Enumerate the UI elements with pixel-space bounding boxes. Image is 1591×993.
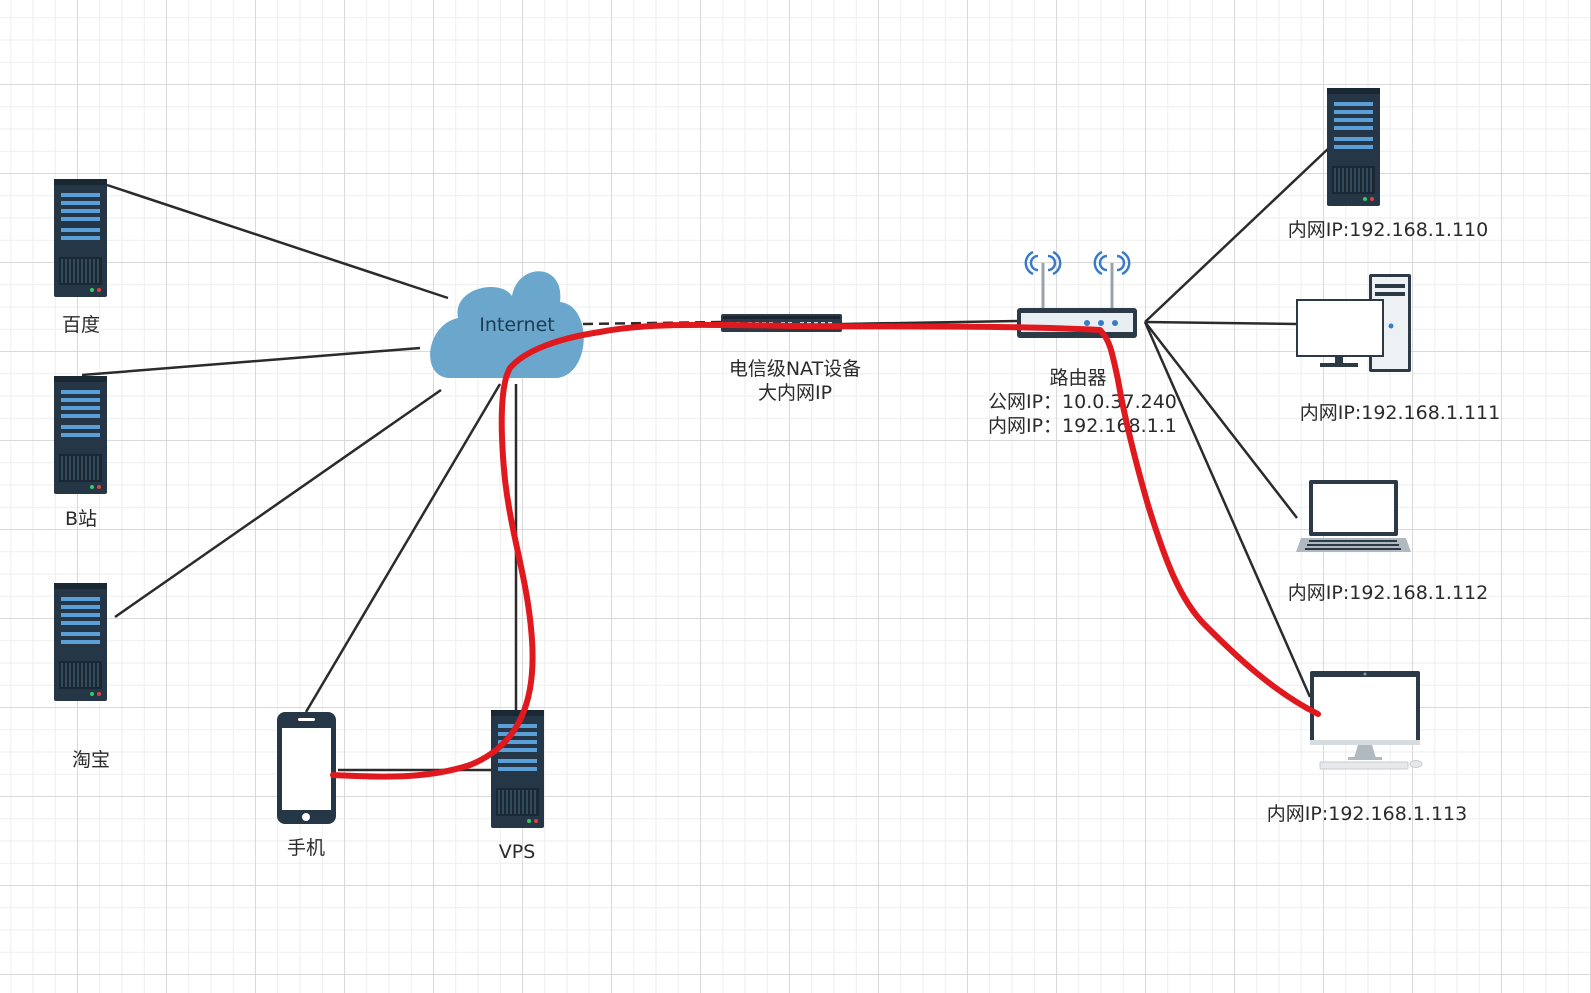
baidu-label: 百度 (62, 314, 100, 336)
phone-label: 手机 (287, 837, 325, 859)
host-112-label: 内网IP:192.168.1.112 (1288, 582, 1488, 604)
nat-label-line2: 大内网IP (758, 382, 832, 404)
desktop-computer-icon (1296, 274, 1411, 372)
link-router-host-113 (1143, 321, 1312, 698)
router-label: 路由器 (1049, 367, 1106, 389)
host-110-label: 内网IP:192.168.1.110 (1288, 219, 1488, 241)
link-baidu-internet (106, 183, 449, 300)
taobao-label: 淘宝 (72, 749, 110, 771)
wifi-signal-icon (1024, 250, 1131, 276)
router-lan-ip: 内网IP：192.168.1.1 (988, 415, 1177, 437)
link-router-host-112 (1144, 321, 1298, 519)
taobao-server-icon (53, 582, 108, 702)
link-router-host-110 (1144, 146, 1331, 323)
link-phone-internet (304, 383, 502, 713)
laptop-icon (1296, 480, 1411, 552)
baidu-server-icon (53, 178, 108, 298)
highlighted-path (330, 321, 1321, 780)
link-router-host-111 (1144, 320, 1298, 326)
smartphone-icon (277, 712, 336, 824)
internet-label: Internet (479, 314, 554, 336)
vps-label: VPS (499, 841, 536, 863)
bilibili-server-icon (53, 375, 108, 495)
bilibili-label: B站 (65, 508, 97, 530)
link-bilibili-internet (81, 346, 421, 377)
nat-label-line1: 电信级NAT设备 (729, 358, 861, 380)
host-110-server-icon (1326, 87, 1381, 207)
connection-lines (81, 146, 1331, 772)
link-taobao-internet (114, 388, 442, 619)
internet-cloud-icon (430, 271, 584, 378)
router-public-ip: 公网IP：10.0.37.240 (988, 391, 1177, 413)
imac-monitor-icon (1310, 671, 1423, 770)
host-113-label: 内网IP:192.168.1.113 (1267, 803, 1467, 825)
host-111-label: 内网IP:192.168.1.111 (1300, 402, 1500, 424)
